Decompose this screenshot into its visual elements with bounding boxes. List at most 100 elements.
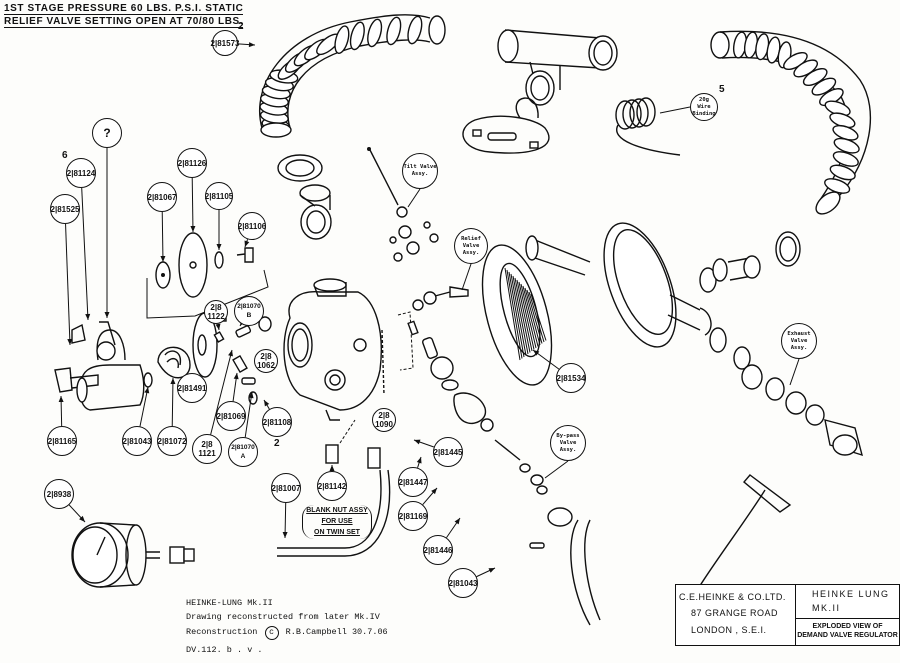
leader-line [210,349,233,435]
title-block-company: C.E.HEINKE & CO.LTD. 87 GRANGE ROAD LOND… [676,585,796,645]
copyright-icon: c [264,626,279,640]
hose-rib [832,151,859,167]
arrowhead [329,465,335,471]
title-block-description: EXPLODED VIEW OF DEMAND VALVE REGULATOR [796,619,899,645]
callout-relief-valve: Relief Valve Assy. [454,228,488,264]
description-line-2: DEMAND VALVE REGULATOR [797,632,898,639]
arrowhead [416,457,422,464]
part-callout-81070b: 2|81070 B [234,296,264,326]
arrowhead [67,338,73,345]
arrowhead [160,255,166,262]
part-callout-81447: 2|81447 [398,467,428,497]
leader-line [244,391,253,438]
part-callout-81069: 2|81069 [216,401,246,431]
callout-wire-binding: 20g Wire Binding [690,93,718,121]
grille-line [522,285,539,347]
hose-rib [367,18,383,48]
title-block-product: HEINKE LUNG MK.II [796,585,899,619]
arrowhead [144,387,150,394]
part-callout-8938: 2|8938 [44,479,74,509]
part-callout-81573: 2|81573 [211,30,239,56]
leader-lines [58,42,800,578]
leader-line [171,377,174,427]
hose-rib [407,15,423,45]
tilt-valve-parts [367,147,439,262]
pressure-gauge [71,522,195,588]
part-callout-81126: 2|81126 [177,148,207,178]
grille-line [510,273,527,356]
part-callout-81108: 2|81108 [262,407,292,437]
grille-line [508,271,525,358]
hose-rib [349,21,365,51]
bypass-valve-parts [494,439,792,626]
blank-nut-line-2: FOR USE [321,518,353,525]
hose-rib [386,16,402,46]
arrowhead [79,515,85,522]
callout-index: 2 [238,21,244,32]
part-callout-1090: 2|8 1090 [372,408,396,432]
callout-exhaust-valve: Exhaust Valve Assy. [781,323,817,359]
front-cover-grille [481,244,553,386]
arrowhead [228,350,233,357]
part-callout-81142: 2|81142 [317,471,347,501]
product-name: HEINKE LUNG [812,589,890,599]
washer-set [146,232,269,319]
credit-drawing-number: DV.112. b . v . [186,645,263,655]
arrowhead [104,312,110,318]
part-callout-81534: 2|81534 [556,363,586,393]
part-callout-81446: 2|81446 [423,535,453,565]
grille-line [514,277,531,353]
leader-line [789,358,800,386]
arrowhead [85,313,91,320]
credit-author: Reconstruction c R.B.Campbell 30.7.06 [186,626,388,640]
grille-line [516,279,533,352]
hose-rib [829,164,856,181]
grille-line [506,269,523,359]
hose-clamp [277,154,332,240]
second-stage-housing [283,278,385,421]
part-callout-81067: 2|81067 [147,182,177,212]
arrowhead [170,378,176,385]
arrowhead [215,323,221,330]
hose-rib [833,137,860,154]
grille-line [504,267,521,361]
part-callout-81106: 2|81106 [238,212,266,240]
hose-rib [334,25,350,54]
product-model: MK.II [812,603,841,613]
credit-title: HEINKE-LUNG Mk.II [186,598,273,608]
leader-line [407,188,421,208]
part-callout-81105: 2|81105 [205,182,233,210]
part-callout-1122: 2|8 1122 [204,300,228,324]
company-address-2: LONDON , S.E.I. [691,625,767,635]
callout-bypass-valve: By-pass Valve Assy. [550,425,586,461]
leader-line [191,177,194,233]
leader-line [659,106,691,114]
relief-setting-note: RELIEF VALVE SETTING OPEN AT 70/80 LBS. [4,16,244,28]
first-stage-body [54,321,191,411]
callout-index-5: 5 [719,84,725,95]
callout-index: 6 [62,150,68,161]
part-callout-81124: 2|81124 [66,158,96,188]
part-callout-81169: 2|81169 [398,501,428,531]
part-callout-81121: 2|8 1121 [192,434,222,464]
hose-rib [802,67,828,87]
company-name: C.E.HEINKE & CO.LTD. [679,592,786,602]
grille-line [528,291,545,343]
arrowhead [190,225,196,232]
mouthpiece-t-piece [462,29,618,154]
blank-nut-line-1: BLANK NUT ASSY [306,507,368,514]
grille-line [512,275,529,355]
arrowhead [244,240,250,247]
exhaust-valve-parts [741,364,863,457]
arrowhead [216,244,222,250]
wire-binding-coil [615,97,681,156]
blank-nut-note: BLANK NUT ASSY FOR USE ON TWIN SET [302,505,372,539]
leader-line [81,187,89,321]
leader-line [461,263,472,291]
arrowhead [282,531,288,538]
blank-nut-line-3: ON TWIN SET [314,529,360,536]
leader-line [65,223,71,346]
grille-line [526,289,543,344]
arrowhead [533,350,540,356]
